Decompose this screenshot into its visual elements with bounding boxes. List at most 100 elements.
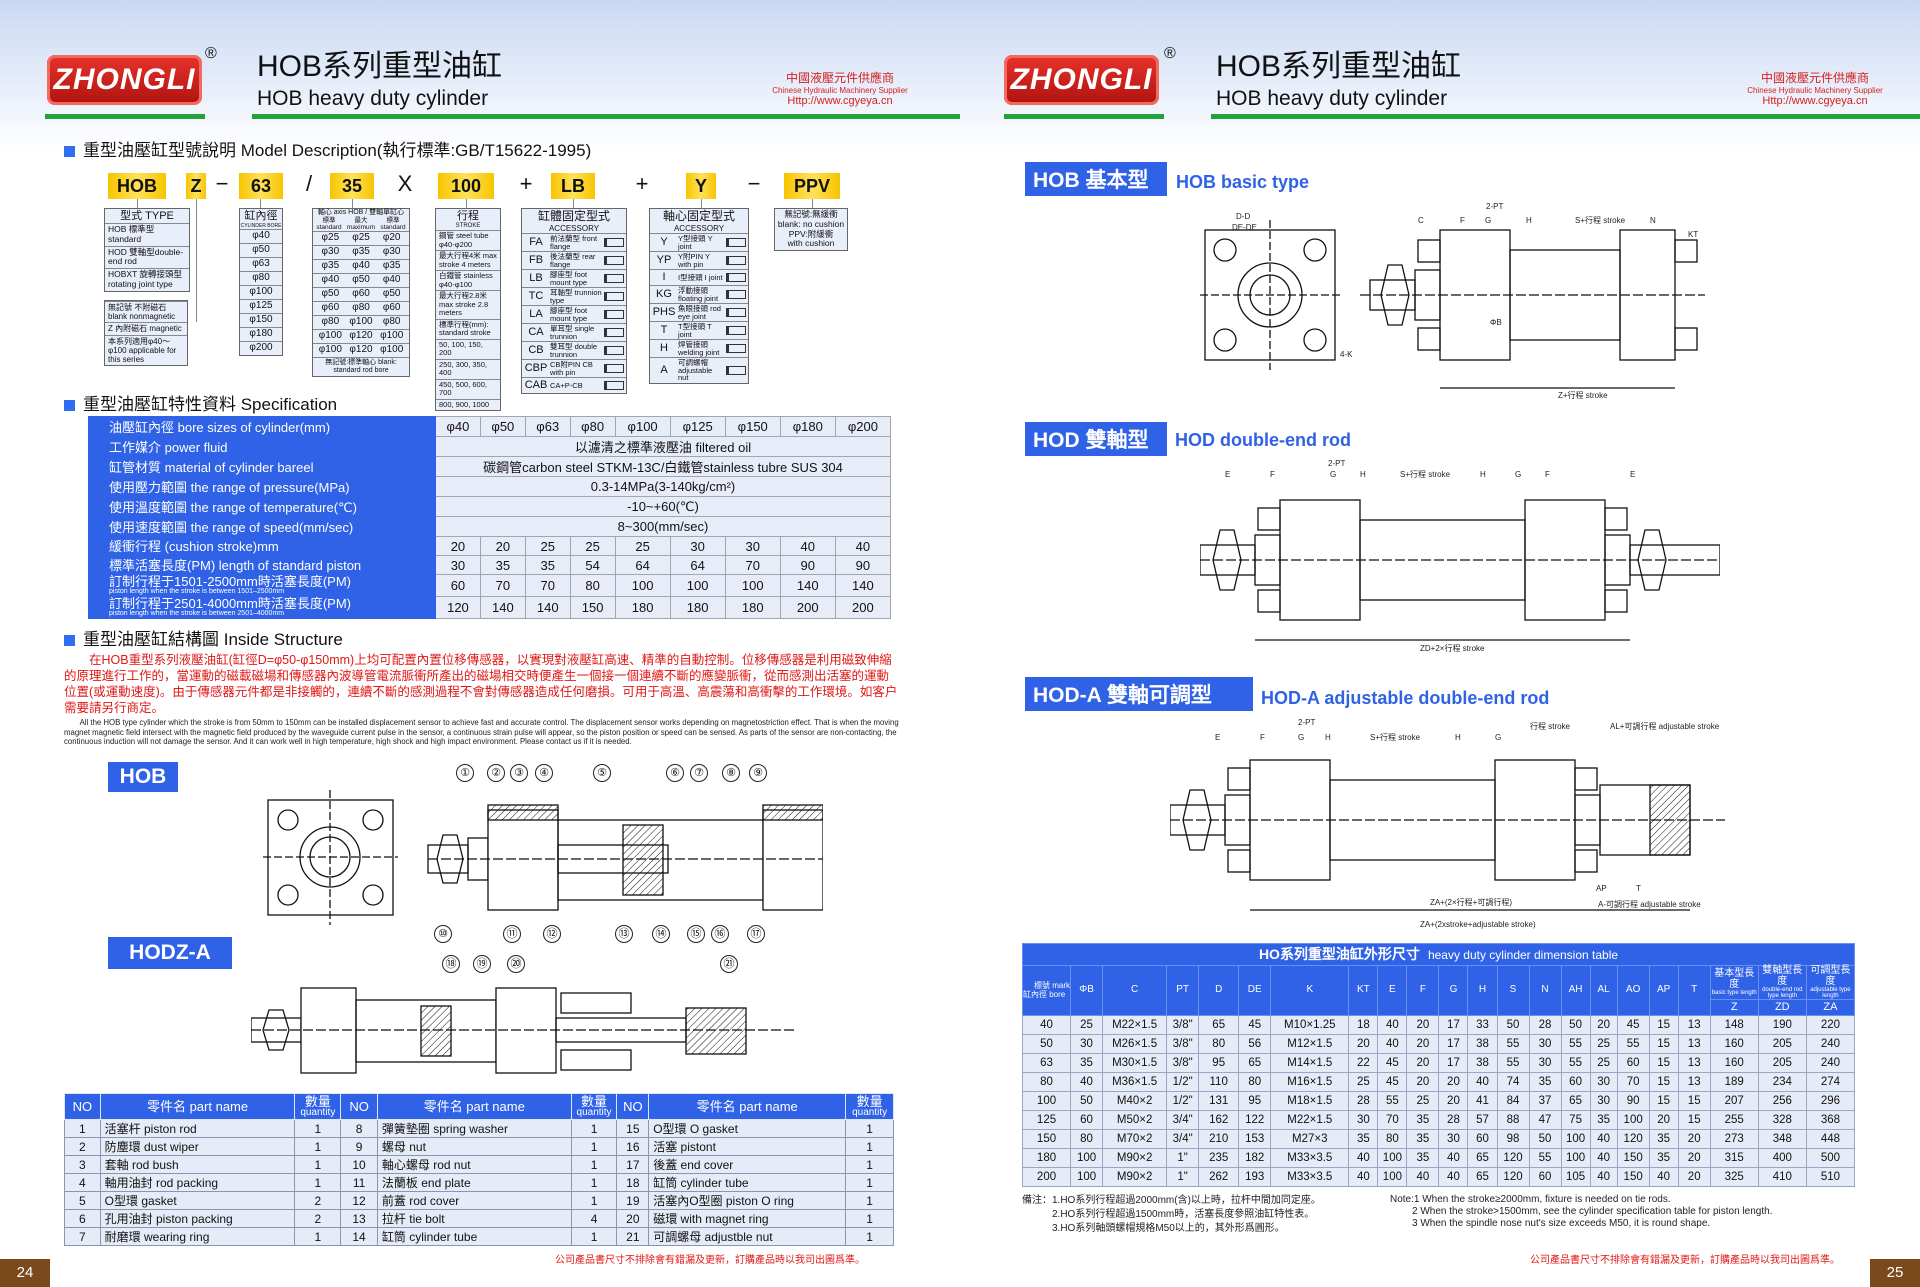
col-no: NO xyxy=(64,1093,101,1120)
caption-en: heavy duty cylinder dimension table xyxy=(1427,948,1619,963)
dim-cell: M40×2 xyxy=(1102,1091,1168,1111)
stroke-item: 450, 500, 600, 700 xyxy=(436,378,500,399)
dim-label: H xyxy=(1360,470,1366,479)
spec-value: 90 xyxy=(779,555,836,575)
part-qty: 4 xyxy=(570,1209,618,1228)
spec-value: 200 xyxy=(779,596,836,619)
page-number-left: 24 xyxy=(0,1259,50,1287)
dim-cell: 55 xyxy=(1560,1034,1591,1054)
supplier-url[interactable]: Http://www.cgyeya.cn xyxy=(1762,94,1868,107)
part-qty: 2 xyxy=(294,1209,342,1228)
dim-cell: 56 xyxy=(1238,1034,1272,1054)
bore-option: φ180 xyxy=(240,327,282,341)
dim-cell: 120 xyxy=(1616,1129,1650,1149)
rod-double: φ100 xyxy=(380,344,404,355)
rod-foot: 無記號:標準軸心 blank: standard rod bore xyxy=(313,357,409,376)
dim-cell: 60 xyxy=(1070,1110,1104,1130)
code-mount: LB xyxy=(551,173,595,199)
dim-cell: 45 xyxy=(1238,1015,1272,1035)
dim-cell: 80 xyxy=(1021,1072,1072,1092)
spec-value: 180 xyxy=(724,596,781,619)
stroke-item: 白鐵管 stainless φ40-φ100 xyxy=(436,270,500,290)
part-no: 17 xyxy=(616,1155,650,1174)
rod-double: φ40 xyxy=(382,274,401,285)
group-en: basic type length xyxy=(1711,990,1757,996)
dim-cell: 100 xyxy=(1070,1167,1104,1187)
label-hob-basic: HOB 基本型 xyxy=(1025,162,1167,196)
callout: ⑯ xyxy=(711,925,729,943)
disclaimer: 公司產品書尺寸不排除會有錯漏及更新，訂購產品時以我司出圖爲準。 xyxy=(555,1255,865,1266)
dim-label: 2-PT xyxy=(1328,459,1346,468)
rodacc-desc: 浮動接頭 floating joint xyxy=(678,286,719,303)
col-header: H xyxy=(1467,965,1498,1016)
qty-label-en: quantity xyxy=(576,1107,612,1119)
dim-cell: 75 xyxy=(1560,1110,1591,1130)
label-hod-en: HOD double-end rod xyxy=(1175,430,1351,450)
dim-cell: 150 xyxy=(1616,1167,1650,1187)
spec-label: 油壓缸內徑 bore sizes of cylinder(mm) xyxy=(88,416,436,437)
dim-cell: 262 xyxy=(1198,1167,1240,1187)
rodacc-symbol-icon xyxy=(726,290,746,300)
rod-std: φ100 xyxy=(318,330,342,341)
dim-label: DE-DE xyxy=(1232,223,1257,232)
part-name: 缸筒 cylinder tube xyxy=(376,1227,572,1246)
dim-cell: 240 xyxy=(1805,1034,1856,1054)
leader-line xyxy=(260,199,261,208)
part-name: 防塵環 dust wiper xyxy=(99,1137,296,1156)
rod-std: φ40 xyxy=(321,274,340,285)
leader-line xyxy=(352,199,353,208)
dim-cell: 17 xyxy=(1438,1034,1469,1054)
rod-max: φ60 xyxy=(352,288,370,299)
dim-label: G xyxy=(1515,470,1522,479)
code-stroke: 100 xyxy=(438,173,494,199)
bullet-square-icon xyxy=(64,145,75,157)
bore-sub: CYLINDER BORE xyxy=(240,223,282,230)
notes-en: Note:1 When the stroke≥2000mm, fixture i… xyxy=(1390,1194,1772,1230)
mount-head: 缸體固定型式 xyxy=(537,209,610,223)
col-header: F xyxy=(1406,965,1440,1016)
dim-cell: 235 xyxy=(1198,1148,1240,1168)
dim-cell: 65 xyxy=(1467,1148,1498,1168)
dim-cell: 15 xyxy=(1648,1015,1679,1035)
dim-label: ΦB xyxy=(1490,318,1502,327)
supplier-url[interactable]: Http://www.cgyeya.cn xyxy=(787,94,893,107)
dim-cell: 50 xyxy=(1496,1015,1530,1035)
col-header: N xyxy=(1528,965,1562,1016)
rod-double: φ80 xyxy=(382,316,401,327)
stroke-item: 最大行程2.8米 max stroke 2.8 meters xyxy=(436,290,500,319)
bore-option: φ125 xyxy=(240,299,282,313)
part-no: 4 xyxy=(64,1173,101,1192)
dim-cell: M14×1.5 xyxy=(1270,1053,1350,1073)
group-en: adjustable type length xyxy=(1810,987,1851,999)
dim-cell: 296 xyxy=(1805,1091,1856,1111)
dim-cell: 50 xyxy=(1528,1129,1562,1149)
col-header: AP xyxy=(1648,965,1679,1016)
dim-cell: 50 xyxy=(1070,1091,1104,1111)
col-header: AL xyxy=(1589,965,1618,1016)
dim-cell: 30 xyxy=(1438,1129,1469,1149)
part-name: 活塞杆 piston rod xyxy=(99,1119,296,1138)
spec-value: 以濾清之標準液壓油 filtered oil xyxy=(435,436,891,457)
dim-cell: 25 xyxy=(1406,1091,1440,1111)
type-option: HOBXT 旋轉接頭型 rotating joint type xyxy=(105,268,189,291)
rodacc-symbol-icon xyxy=(726,256,746,266)
dim-cell: M33×3.5 xyxy=(1270,1167,1350,1187)
dim-cell: 100 xyxy=(1616,1110,1650,1130)
rodacc-code: KG xyxy=(656,288,672,301)
dim-cell: 410 xyxy=(1757,1167,1807,1187)
spec-value: 120 xyxy=(435,596,481,619)
dim-cell: 35 xyxy=(1648,1148,1679,1168)
spec-value: 30 xyxy=(435,555,481,575)
mount-desc: 後法蘭型 rear flange xyxy=(550,252,596,269)
part-no: 14 xyxy=(340,1227,378,1246)
label-hod: HOD 雙軸型 xyxy=(1025,422,1167,456)
spec-value: 25 xyxy=(524,536,571,556)
